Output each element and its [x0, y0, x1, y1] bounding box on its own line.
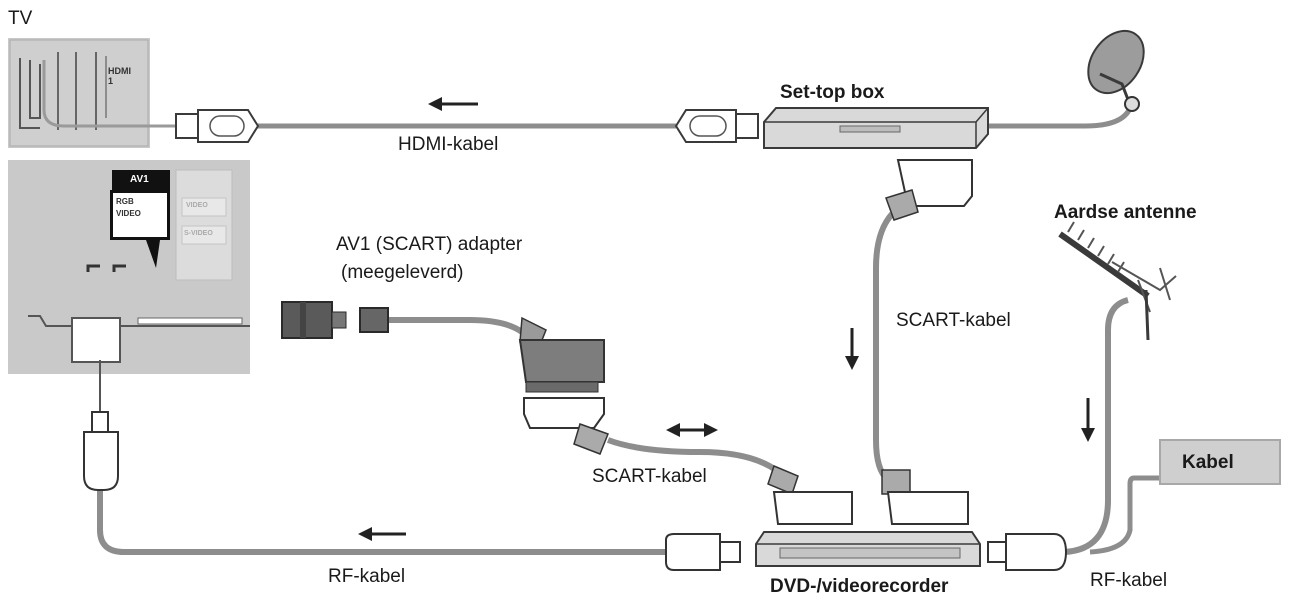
dvd-recorder-label: DVD-/videorecorder [770, 576, 949, 597]
tv-label: TV [8, 8, 33, 29]
tv-hdmi-panel [8, 38, 150, 148]
kabel-label: Kabel [1182, 452, 1234, 473]
hdmi-tv-lead [42, 60, 176, 128]
arrow-rf-left [358, 527, 406, 541]
arrow-antenna-down [1081, 398, 1095, 442]
adapter-scart-cable [388, 317, 524, 335]
side-video-label: VIDEO [186, 202, 208, 209]
arrow-bidirectional [666, 423, 718, 437]
scart-cable-label-left: SCART-kabel [592, 466, 707, 487]
av1-header-label: AV1 [130, 174, 149, 185]
kabel-branch [1089, 475, 1227, 555]
scart-plug-dvd-right [881, 469, 969, 525]
kabel-source-box [1159, 439, 1281, 485]
av1-video-label: VIDEO [116, 209, 141, 218]
hdmi-plug-right [674, 109, 759, 143]
scart-plug-dvd-left [767, 464, 853, 525]
satellite-dish-icon [1087, 29, 1145, 112]
rf-plug-dvd-left [665, 533, 741, 571]
hdmi-cable-label: HDMI-kabel [398, 134, 499, 155]
dish-cable [986, 99, 1135, 129]
settop-box-label: Set-top box [780, 82, 885, 103]
rf-cable-label-left: RF-kabel [328, 566, 406, 587]
rf-left-cable [97, 488, 666, 555]
scart-plug-left-top [523, 397, 609, 455]
aardse-antenne-label: Aardse antenne [1054, 202, 1197, 223]
side-svideo-label: S-VIDEO [184, 230, 213, 237]
av1-adapter-plug [281, 301, 389, 339]
settop-box [763, 107, 989, 149]
rf-plug-dvd-right [987, 533, 1068, 571]
adapter-label-line1: AV1 (SCART) adapter [336, 234, 523, 255]
adapter-label-line2: (meegeleverd) [341, 262, 464, 283]
rf-cable-label-right: RF-kabel [1090, 570, 1168, 591]
av1-tag [110, 170, 170, 268]
scart-right-cable [873, 212, 895, 483]
rf-right-cable [1063, 297, 1129, 555]
scart-left-cable [606, 437, 778, 473]
hdmi-plug-left [175, 109, 260, 143]
scart-cable-label-right: SCART-kabel [896, 310, 1011, 331]
scart-adapter-dark [518, 316, 605, 393]
av1-rgb-label: RGB [116, 197, 134, 206]
scart-plug-settop [885, 159, 973, 221]
hdmi-port-label: HDMI 1 [108, 66, 131, 87]
terrestrial-antenna-icon [1058, 221, 1177, 341]
arrow-hdmi-left [428, 97, 478, 111]
rf-plug-tv [83, 411, 119, 491]
arrow-scart-down [845, 328, 859, 370]
dvd-recorder [755, 531, 981, 567]
